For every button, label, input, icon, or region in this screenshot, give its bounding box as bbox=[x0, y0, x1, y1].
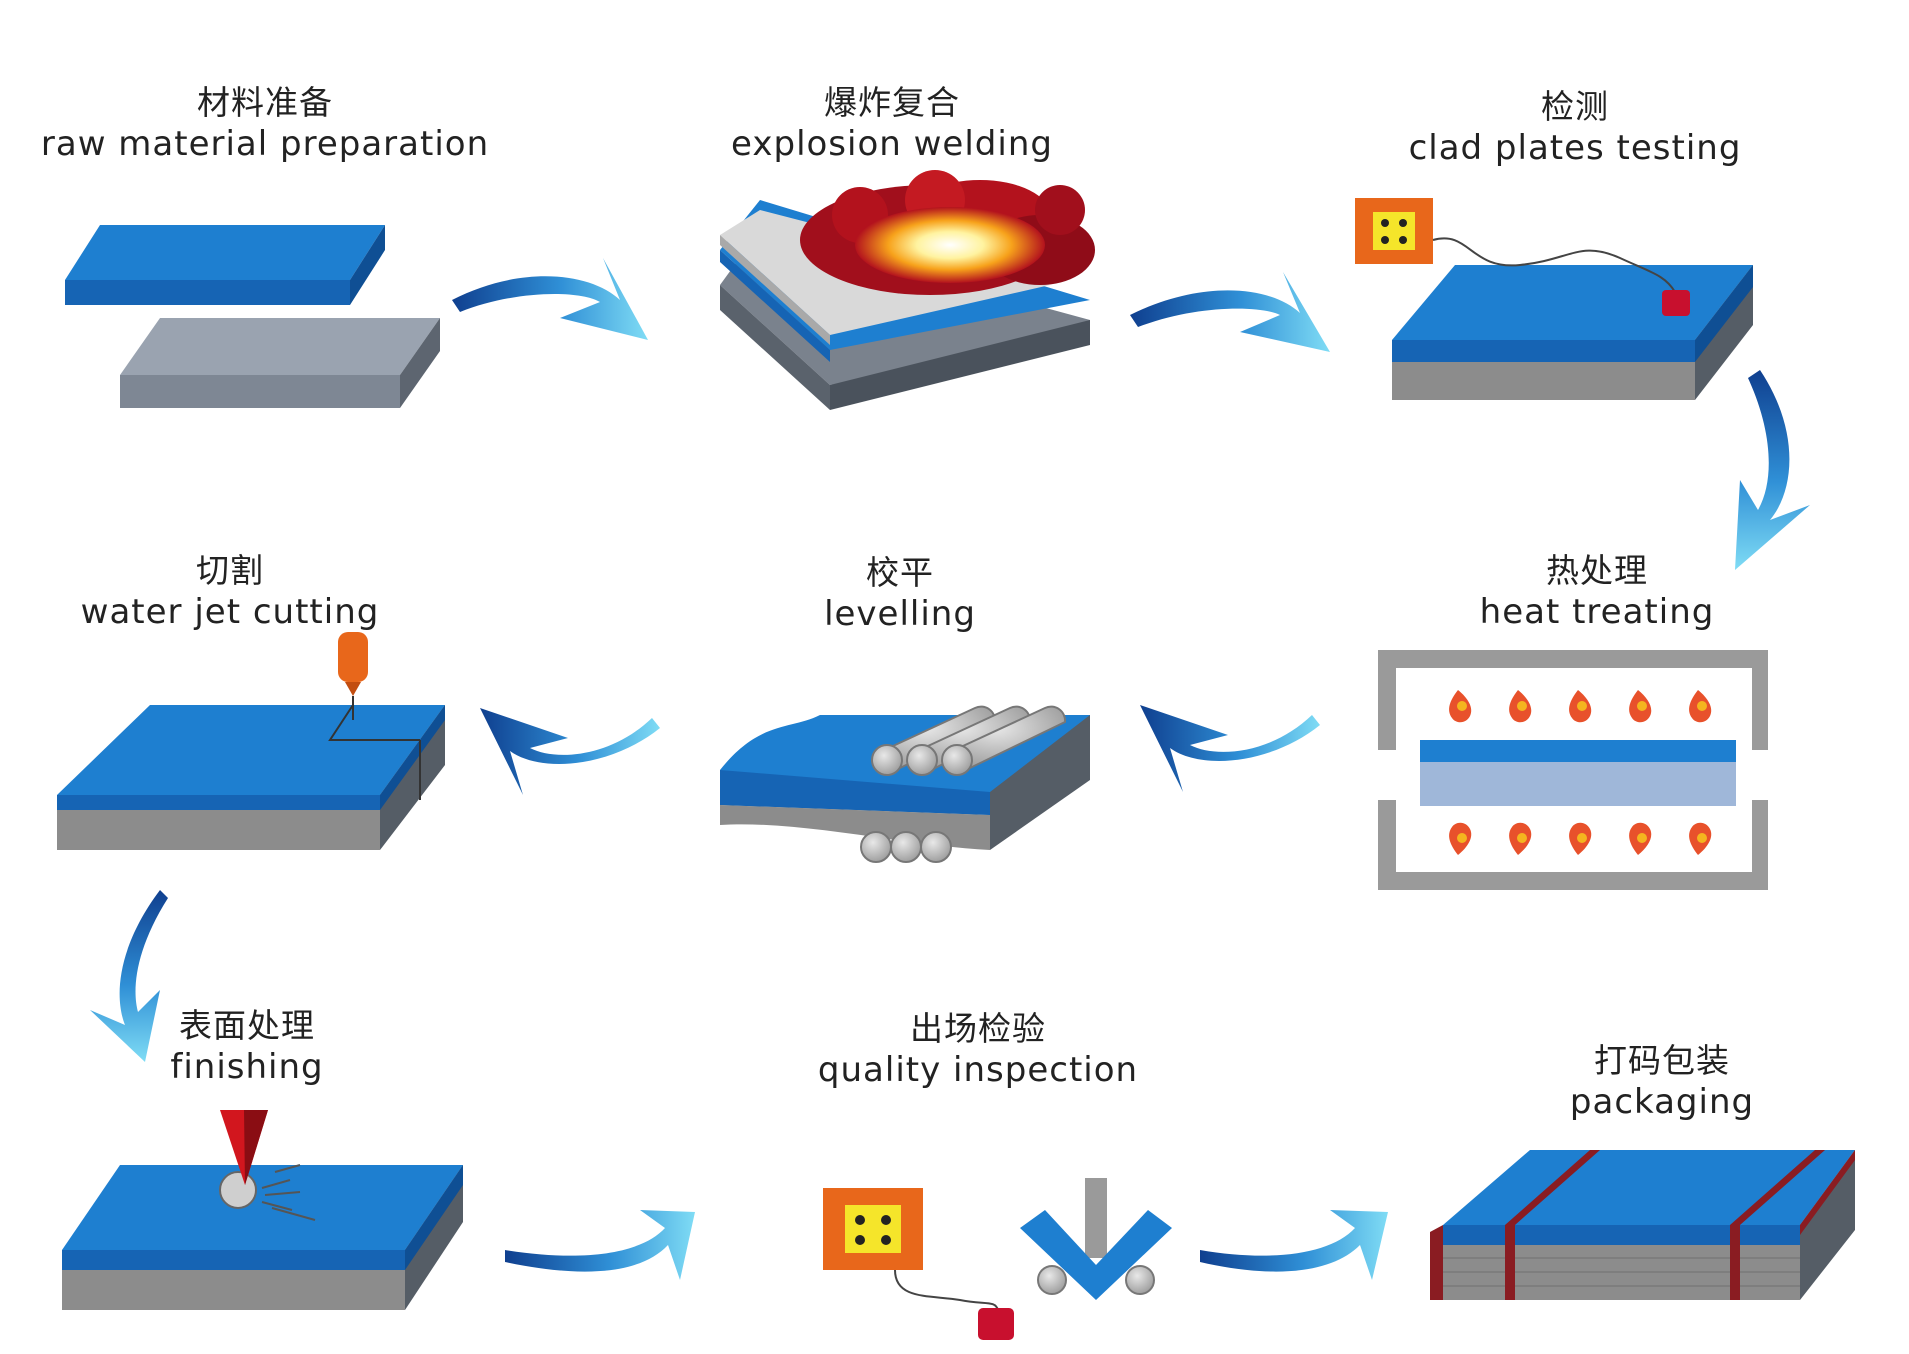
bend-test-press-icon bbox=[1085, 1178, 1107, 1258]
step-label-finishing: 表面处理 finishing bbox=[170, 1005, 323, 1089]
probe-icon bbox=[1662, 290, 1690, 316]
step-label-levelling: 校平 levelling bbox=[824, 552, 976, 636]
step-title-cn: 出场检验 bbox=[910, 1009, 1046, 1048]
flow-arrow-4-to-5 bbox=[1140, 705, 1320, 792]
flow-arrow-3-to-4 bbox=[1735, 370, 1810, 570]
step-title-cn: 校平 bbox=[866, 553, 934, 592]
water-jet-cutting-illustration bbox=[57, 632, 445, 850]
step-title-en: water jet cutting bbox=[80, 592, 380, 633]
step-label-heat-treating: 热处理 heat treating bbox=[1480, 550, 1715, 634]
levelling-rollers-illustration bbox=[720, 705, 1090, 863]
flow-arrow-7-to-8 bbox=[505, 1210, 695, 1280]
step-title-cn: 检测 bbox=[1541, 87, 1609, 126]
step-title-cn: 材料准备 bbox=[197, 83, 333, 122]
flow-arrow-8-to-9 bbox=[1200, 1210, 1388, 1280]
step-label-explosion-welding: 爆炸复合 explosion welding bbox=[731, 82, 1053, 166]
step-title-cn: 表面处理 bbox=[178, 1006, 315, 1045]
step-title-cn: 爆炸复合 bbox=[823, 83, 960, 122]
step-title-en: finishing bbox=[170, 1047, 324, 1088]
inspection-probe-icon bbox=[978, 1308, 1014, 1340]
step-title-en: quality inspection bbox=[817, 1050, 1139, 1091]
step-title-en: packaging bbox=[1569, 1082, 1755, 1123]
step-title-en: heat treating bbox=[1479, 592, 1715, 633]
clad-plate-testing-illustration bbox=[1355, 198, 1753, 400]
water-jet-nozzle-icon bbox=[338, 632, 368, 682]
flow-arrow-1-to-2 bbox=[452, 258, 648, 340]
step-title-en: clad plates testing bbox=[1408, 128, 1742, 169]
packaging-stack-illustration bbox=[1430, 1150, 1855, 1300]
step-label-water-jet-cutting: 切割 water jet cutting bbox=[81, 550, 380, 634]
step-title-en: raw material preparation bbox=[40, 124, 490, 165]
flow-arrow-6-to-7 bbox=[90, 890, 168, 1062]
explosion-welding-illustration bbox=[720, 170, 1095, 410]
step-title-cn: 切割 bbox=[195, 551, 264, 590]
step-title-cn: 打码包装 bbox=[1593, 1041, 1730, 1080]
step-title-cn: 热处理 bbox=[1545, 551, 1648, 590]
step-title-en: levelling bbox=[824, 594, 976, 635]
step-label-raw-material-preparation: 材料准备 raw material preparation bbox=[41, 82, 489, 166]
flow-arrow-2-to-3 bbox=[1130, 272, 1330, 352]
raw-material-plates-illustration bbox=[65, 225, 440, 408]
step-title-en: explosion welding bbox=[731, 124, 1053, 165]
step-label-packaging: 打码包装 packaging bbox=[1570, 1040, 1754, 1124]
step-label-clad-plates-testing: 检测 clad plates testing bbox=[1409, 86, 1742, 170]
flow-arrow-5-to-6 bbox=[480, 708, 660, 795]
finishing-grinder-illustration bbox=[62, 1110, 463, 1310]
quality-inspection-illustration bbox=[823, 1178, 1172, 1340]
step-label-quality-inspection: 出场检验 quality inspection bbox=[818, 1008, 1138, 1092]
heat-treating-furnace-illustration bbox=[1378, 650, 1768, 890]
